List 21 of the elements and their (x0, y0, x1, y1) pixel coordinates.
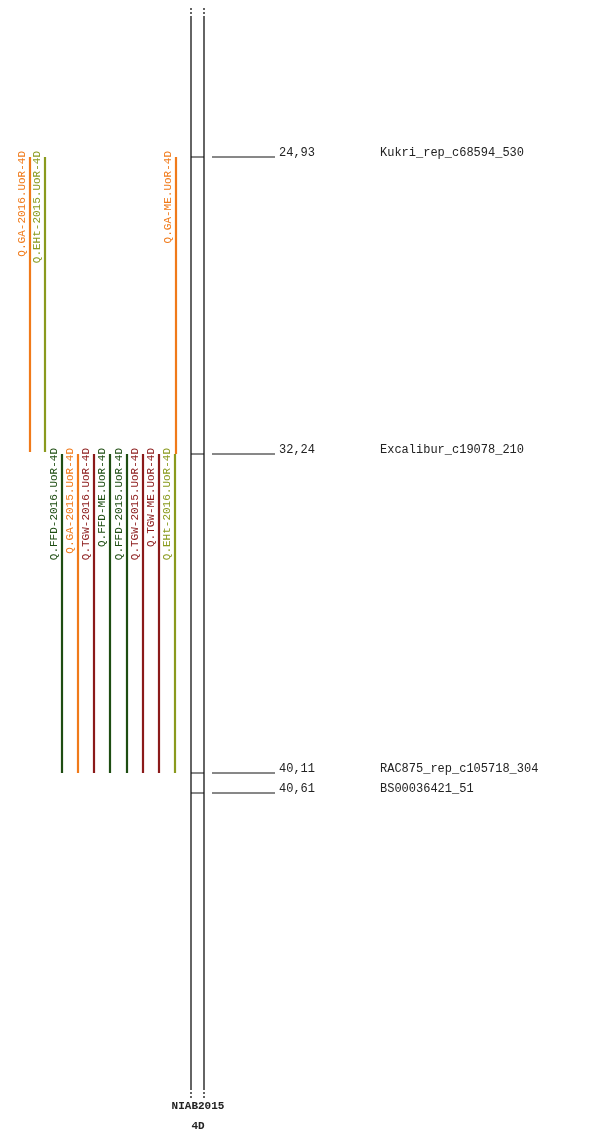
qtl-label: Q.GA-2015.UoR-4D (65, 448, 76, 554)
qtl-label: Q.TGW-2016.UoR-4D (81, 448, 92, 561)
marker-name: Excalibur_c19078_210 (380, 443, 525, 457)
qtl-label: Q.GA-ME.UoR-4D (163, 151, 174, 244)
marker-position: 24,93 (279, 146, 315, 160)
qtl-label: Q.EHt-2015.UoR-4D (32, 151, 43, 264)
marker-name: RAC875_rep_c105718_304 (380, 762, 539, 776)
chromosome-name: 4D (191, 1119, 205, 1133)
marker-position: 40,11 (279, 762, 315, 776)
qtl-label: Q.TGW-2015.UoR-4D (130, 448, 141, 561)
map-name: NIAB2015 (171, 1099, 225, 1113)
qtl-label: Q.TGW-ME.UoR-4D (146, 448, 157, 548)
qtl-label: Q.FFD-2016.UoR-4D (49, 448, 60, 561)
marker-position: 40,61 (279, 782, 315, 796)
marker-name: Kukri_rep_c68594_530 (380, 146, 525, 160)
qtl-label: Q.FFD-ME.UoR-4D (97, 448, 108, 548)
qtl-label: Q.EHt-2016.UoR-4D (162, 448, 173, 561)
qtl-label: Q.FFD-2015.UoR-4D (114, 448, 125, 561)
marker-position: 32,24 (279, 443, 315, 457)
qtl-label: Q.GA-2016.UoR-4D (17, 151, 28, 257)
marker-name: BS00036421_51 (380, 782, 474, 796)
